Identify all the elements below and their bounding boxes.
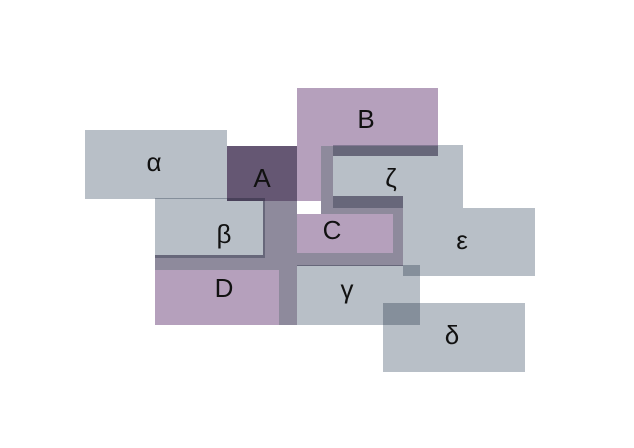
region-beta-label: β — [217, 219, 232, 249]
region-B-label: B — [357, 104, 374, 134]
region-alpha: α — [85, 130, 227, 199]
region-D-shape — [155, 270, 279, 325]
region-C: C — [297, 214, 393, 253]
region-A-shape — [227, 146, 321, 201]
region-delta-shape — [383, 303, 525, 372]
region-delta: δ — [383, 303, 525, 372]
region-beta-shape — [155, 198, 265, 258]
region-gamma-label: γ — [341, 274, 354, 304]
region-delta-label: δ — [445, 320, 459, 350]
region-C-shape — [297, 214, 393, 253]
overlap-band-right — [297, 146, 438, 266]
region-A: A — [227, 146, 321, 201]
region-A-label: A — [253, 163, 271, 193]
region-epsilon-shape — [403, 208, 535, 276]
region-alpha-shape — [85, 130, 227, 199]
region-D-label: D — [215, 273, 234, 303]
region-B-shape — [297, 88, 438, 146]
region-zeta-label: ζ — [385, 163, 396, 193]
region-C-label: C — [323, 215, 342, 245]
region-B: B — [297, 88, 438, 146]
region-epsilon-label: ε — [456, 225, 468, 255]
region-beta: β — [155, 198, 265, 258]
region-epsilon: ε — [403, 208, 535, 276]
region-alpha-label: α — [146, 147, 161, 177]
region-D: D — [155, 270, 279, 325]
